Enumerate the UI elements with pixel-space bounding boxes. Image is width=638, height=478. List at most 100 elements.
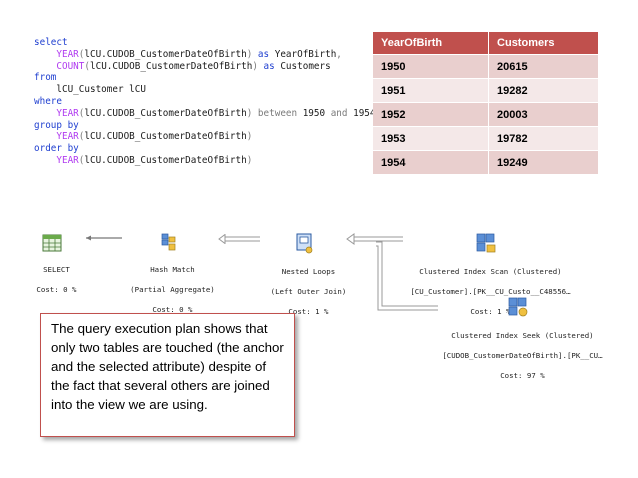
- arrow-scan-to-loops: [346, 233, 403, 245]
- sql-token: COUNT: [56, 60, 85, 72]
- sql-token: lCU.CUDOB_CustomerDateOfBirth: [90, 60, 253, 72]
- sql-token: as: [252, 48, 275, 60]
- column-header-customers: Customers: [488, 32, 598, 55]
- plan-node-hash-match[interactable]: Hash Match (Partial Aggregate) Cost: 0 %: [120, 212, 216, 315]
- hash-match-cost: Cost: 0 %: [152, 305, 193, 314]
- table-row: 1951 19282: [373, 78, 598, 103]
- sql-line: lCU_Customer lCU: [34, 84, 376, 96]
- customers-cell: 20003: [488, 102, 598, 127]
- sql-token: (: [78, 107, 85, 119]
- year-cell: 1954: [373, 150, 490, 174]
- customers-cell: 19249: [488, 150, 598, 174]
- index-seek-object: [CUDOB_CustomerDateOfBirth].[PK__CU…: [442, 351, 603, 360]
- arrow-hash-to-select: [86, 235, 122, 241]
- sql-token: Customers: [280, 60, 331, 72]
- index-scan-object: [CU_Customer].[PK__CU_Custo__C48556…: [410, 287, 571, 296]
- arrow-seek-to-loops: [376, 241, 438, 311]
- sql-token: YEAR: [56, 131, 79, 143]
- sql-token: (: [78, 131, 85, 143]
- hash-match-label: Hash Match: [150, 265, 195, 274]
- index-scan-icon: [476, 233, 496, 253]
- sql-token: (: [78, 48, 85, 60]
- sql-token: YEAR: [56, 154, 79, 166]
- sql-token: and: [330, 107, 348, 119]
- customers-cell: 20615: [488, 54, 598, 79]
- select-label: SELECT: [43, 265, 70, 274]
- sql-token: lCU.CUDOB_CustomerDateOfBirth: [84, 154, 247, 166]
- sql-token: as: [257, 60, 281, 72]
- sql-token: lCU.CUDOB_CustomerDateOfBirth: [84, 131, 247, 143]
- sql-line: YEAR(lCU.CUDOB_CustomerDateOfBirth): [34, 131, 376, 143]
- table-row: 1950 20615: [373, 54, 598, 79]
- sql-token: from: [34, 72, 57, 84]
- sql-token: 1954: [347, 107, 376, 119]
- year-cell: 1952: [373, 102, 490, 127]
- sql-line: from: [34, 72, 376, 84]
- plan-node-index-seek[interactable]: Clustered Index Seek (Clustered) [CUDOB_…: [428, 276, 608, 381]
- sql-token: (: [84, 60, 90, 72]
- sql-token: ): [246, 48, 253, 60]
- sql-token: [34, 61, 56, 72]
- arrow-loops-to-hash: [218, 234, 260, 244]
- nested-loops-type: (Left Outer Join): [270, 287, 347, 296]
- note-text: The query execution plan shows that only…: [51, 321, 284, 412]
- sql-token: 1950: [302, 107, 331, 119]
- select-cost: Cost: 0 %: [36, 285, 77, 294]
- sql-token: lCU.CUDOB_CustomerDateOfBirth: [84, 107, 247, 119]
- sql-token: [34, 131, 56, 142]
- table-row: 1952 20003: [373, 102, 598, 127]
- sql-line: order by: [34, 143, 376, 155]
- sql-token: [34, 108, 56, 119]
- sql-token: ): [246, 131, 253, 143]
- sql-token: [34, 49, 56, 60]
- index-seek-cost: Cost: 97 %: [500, 371, 545, 380]
- sql-line: YEAR(lCU.CUDOB_CustomerDateOfBirth) as Y…: [34, 49, 376, 61]
- nested-loops-label: Nested Loops: [281, 267, 336, 276]
- sql-token: YearOfBirth: [274, 48, 337, 60]
- sql-line: group by: [34, 120, 376, 132]
- table-header-row: YearOfBirth Customers: [373, 32, 598, 55]
- nested-loops-cost: Cost: 1 %: [288, 307, 329, 316]
- sql-line: COUNT(lCU.CUDOB_CustomerDateOfBirth) as …: [34, 61, 376, 73]
- sql-token: [34, 155, 56, 166]
- sql-token: YEAR: [56, 107, 79, 119]
- sql-token: lCU_Customer lCU: [56, 84, 146, 96]
- nested-loops-icon: [296, 233, 313, 254]
- year-cell: 1950: [373, 54, 490, 79]
- index-scan-cost: Cost: 1 %: [470, 307, 511, 316]
- select-icon: [42, 234, 62, 252]
- sql-token: lCU.CUDOB_CustomerDateOfBirth: [84, 48, 247, 60]
- hash-match-type: (Partial Aggregate): [130, 285, 215, 294]
- sql-line: select: [34, 37, 376, 49]
- index-scan-label: Clustered Index Scan (Clustered): [419, 267, 562, 276]
- sql-token: between: [252, 107, 303, 119]
- sql-token: where: [34, 95, 62, 107]
- sql-token: YEAR: [56, 48, 79, 60]
- table-row: 1953 19782: [373, 126, 598, 151]
- sql-line: YEAR(lCU.CUDOB_CustomerDateOfBirth) betw…: [34, 107, 376, 120]
- sql-token: ): [252, 60, 258, 72]
- year-cell: 1951: [373, 78, 490, 103]
- index-seek-icon: [508, 297, 528, 317]
- customers-cell: 19782: [488, 126, 598, 151]
- sql-token: group by: [34, 119, 79, 131]
- sql-token: [34, 84, 56, 95]
- sql-token: (: [78, 154, 85, 166]
- sql-query: select YEAR(lCU.CUDOB_CustomerDateOfBirt…: [34, 37, 376, 167]
- plan-node-index-scan[interactable]: Clustered Index Scan (Clustered) [CU_Cus…: [396, 212, 576, 317]
- year-cell: 1953: [373, 126, 490, 151]
- note-callout: The query execution plan shows that only…: [40, 313, 295, 437]
- sql-token: ): [246, 154, 253, 166]
- sql-token: order by: [34, 143, 79, 155]
- sql-line: where: [34, 96, 376, 108]
- table-row: 1954 19249: [373, 150, 598, 174]
- result-table: YearOfBirth Customers 1950 20615 1951 19…: [373, 32, 598, 174]
- plan-node-select[interactable]: SELECT Cost: 0 %: [26, 214, 78, 295]
- index-seek-label: Clustered Index Seek (Clustered): [451, 331, 594, 340]
- sql-token: ,: [336, 48, 342, 60]
- hash-match-icon: [161, 233, 176, 251]
- column-header-year: YearOfBirth: [373, 32, 490, 55]
- customers-cell: 19282: [488, 78, 598, 103]
- sql-token: ): [246, 107, 253, 119]
- plan-node-nested-loops[interactable]: Nested Loops (Left Outer Join) Cost: 1 %: [258, 212, 350, 317]
